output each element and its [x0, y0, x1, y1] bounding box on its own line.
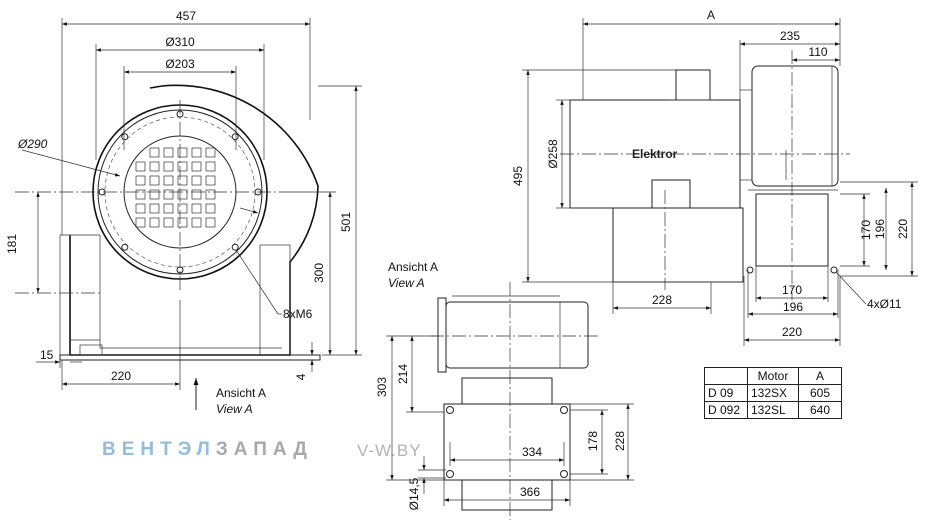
dim-220-base: 220 [111, 369, 131, 383]
table-cell: 132SX [747, 384, 799, 402]
grid-cell [149, 175, 160, 186]
grid-cell [149, 203, 160, 214]
table-cell: D 092 [704, 401, 748, 419]
watermark-brand: ВЕНТЭЛЗАПАД [102, 439, 313, 461]
dim-15: 15 [40, 348, 54, 362]
dim-a: A [707, 8, 715, 22]
grid-cell [191, 189, 202, 200]
view-a: Ansicht A View A 303 214 334 [375, 260, 634, 520]
grid-cell [177, 203, 188, 214]
grid-cell [177, 161, 188, 172]
grid-cell [177, 217, 188, 228]
brand-part-2: ЗАПАД [215, 439, 313, 460]
grid-cell [177, 175, 188, 186]
dim-501: 501 [339, 212, 353, 232]
dim-4: 4 [294, 373, 308, 380]
grid-cell [205, 217, 216, 228]
grid-cell [205, 203, 216, 214]
inlet-grid [135, 147, 216, 228]
grid-cell [149, 147, 160, 158]
table-header-row: Motor A [704, 367, 842, 385]
grid-cell [205, 161, 216, 172]
grid-cell [135, 203, 146, 214]
dim-dia-203: Ø203 [165, 57, 195, 71]
view-arrow-label-en: View A [216, 402, 253, 416]
grid-cell [205, 175, 216, 186]
grid-cell [149, 217, 160, 228]
dim-dia-258: Ø258 [546, 139, 560, 169]
table-header-cell: Motor [747, 367, 799, 385]
grid-cell [163, 189, 174, 200]
grid-cell [191, 217, 202, 228]
dim-495: 495 [511, 166, 525, 186]
dim-196-v: 196 [873, 219, 887, 239]
motor-label: Elektror [632, 147, 678, 161]
motor-table: Motor A D 09 132SX 605 D 092 132SL 640 [704, 367, 842, 419]
grid-cell [135, 161, 146, 172]
view-a-title: Ansicht A [388, 260, 438, 274]
grid-cell [205, 147, 216, 158]
dim-228-view-a: 228 [613, 431, 627, 451]
watermark-site: V-W.BY [357, 441, 422, 460]
table-cell: 640 [798, 401, 842, 419]
grid-cell [191, 203, 202, 214]
bolt-hole [121, 243, 129, 251]
grid-cell [163, 217, 174, 228]
dim-300: 300 [312, 263, 326, 283]
grid-cell [177, 147, 188, 158]
grid-cell [191, 175, 202, 186]
label-4x-dia-11: 4xØ11 [867, 297, 902, 311]
dim-dia-290: Ø290 [17, 137, 48, 151]
view-arrow-label: Ansicht A [216, 386, 266, 400]
dim-dia-14-5: Ø14,5 [407, 477, 421, 510]
front-view: 457 Ø310 Ø203 Ø290 181 501 300 8xM6 [5, 9, 362, 416]
bolt-hole [231, 133, 239, 141]
table-cell: 132SL [747, 401, 799, 419]
dim-170-h: 170 [782, 283, 802, 297]
dim-457: 457 [176, 9, 196, 23]
grid-cell [163, 161, 174, 172]
grid-cell [135, 217, 146, 228]
brand-part-1: ВЕНТЭЛ [102, 439, 216, 460]
table-header-cell [704, 367, 748, 385]
dim-334: 334 [522, 445, 542, 459]
dim-dia-310: Ø310 [165, 35, 195, 49]
dim-220-h: 220 [782, 325, 802, 339]
dim-196-h: 196 [783, 300, 803, 314]
dim-366: 366 [520, 485, 540, 499]
grid-cell [205, 189, 216, 200]
table-cell: 605 [798, 384, 842, 402]
table-row: D 092 132SL 640 [704, 401, 842, 419]
dim-228-side: 228 [652, 293, 672, 307]
grid-cell [163, 147, 174, 158]
view-a-title-en: View A [388, 276, 425, 290]
dim-170-v: 170 [859, 220, 873, 240]
grid-cell [135, 175, 146, 186]
table-cell: D 09 [704, 384, 748, 402]
table-header-cell: A [798, 367, 842, 385]
grid-cell [191, 147, 202, 158]
table-row: D 09 132SX 605 [704, 384, 842, 402]
dim-235: 235 [780, 29, 800, 43]
grid-cell [191, 161, 202, 172]
dim-303: 303 [375, 377, 389, 397]
side-view: Elektror A 235 110 495 Ø258 228 [511, 8, 918, 346]
bolt-hole [121, 133, 129, 141]
dim-110: 110 [808, 45, 827, 59]
dim-178: 178 [586, 431, 600, 451]
dim-181: 181 [5, 234, 19, 254]
grid-cell [163, 203, 174, 214]
grid-cell [135, 189, 146, 200]
label-8xm6: 8xM6 [283, 307, 313, 321]
grid-cell [163, 175, 174, 186]
grid-cell [149, 161, 160, 172]
dim-214: 214 [396, 364, 410, 384]
grid-cell [177, 189, 188, 200]
dim-220-v: 220 [896, 219, 910, 239]
grid-cell [149, 189, 160, 200]
bolt-hole [231, 243, 239, 251]
